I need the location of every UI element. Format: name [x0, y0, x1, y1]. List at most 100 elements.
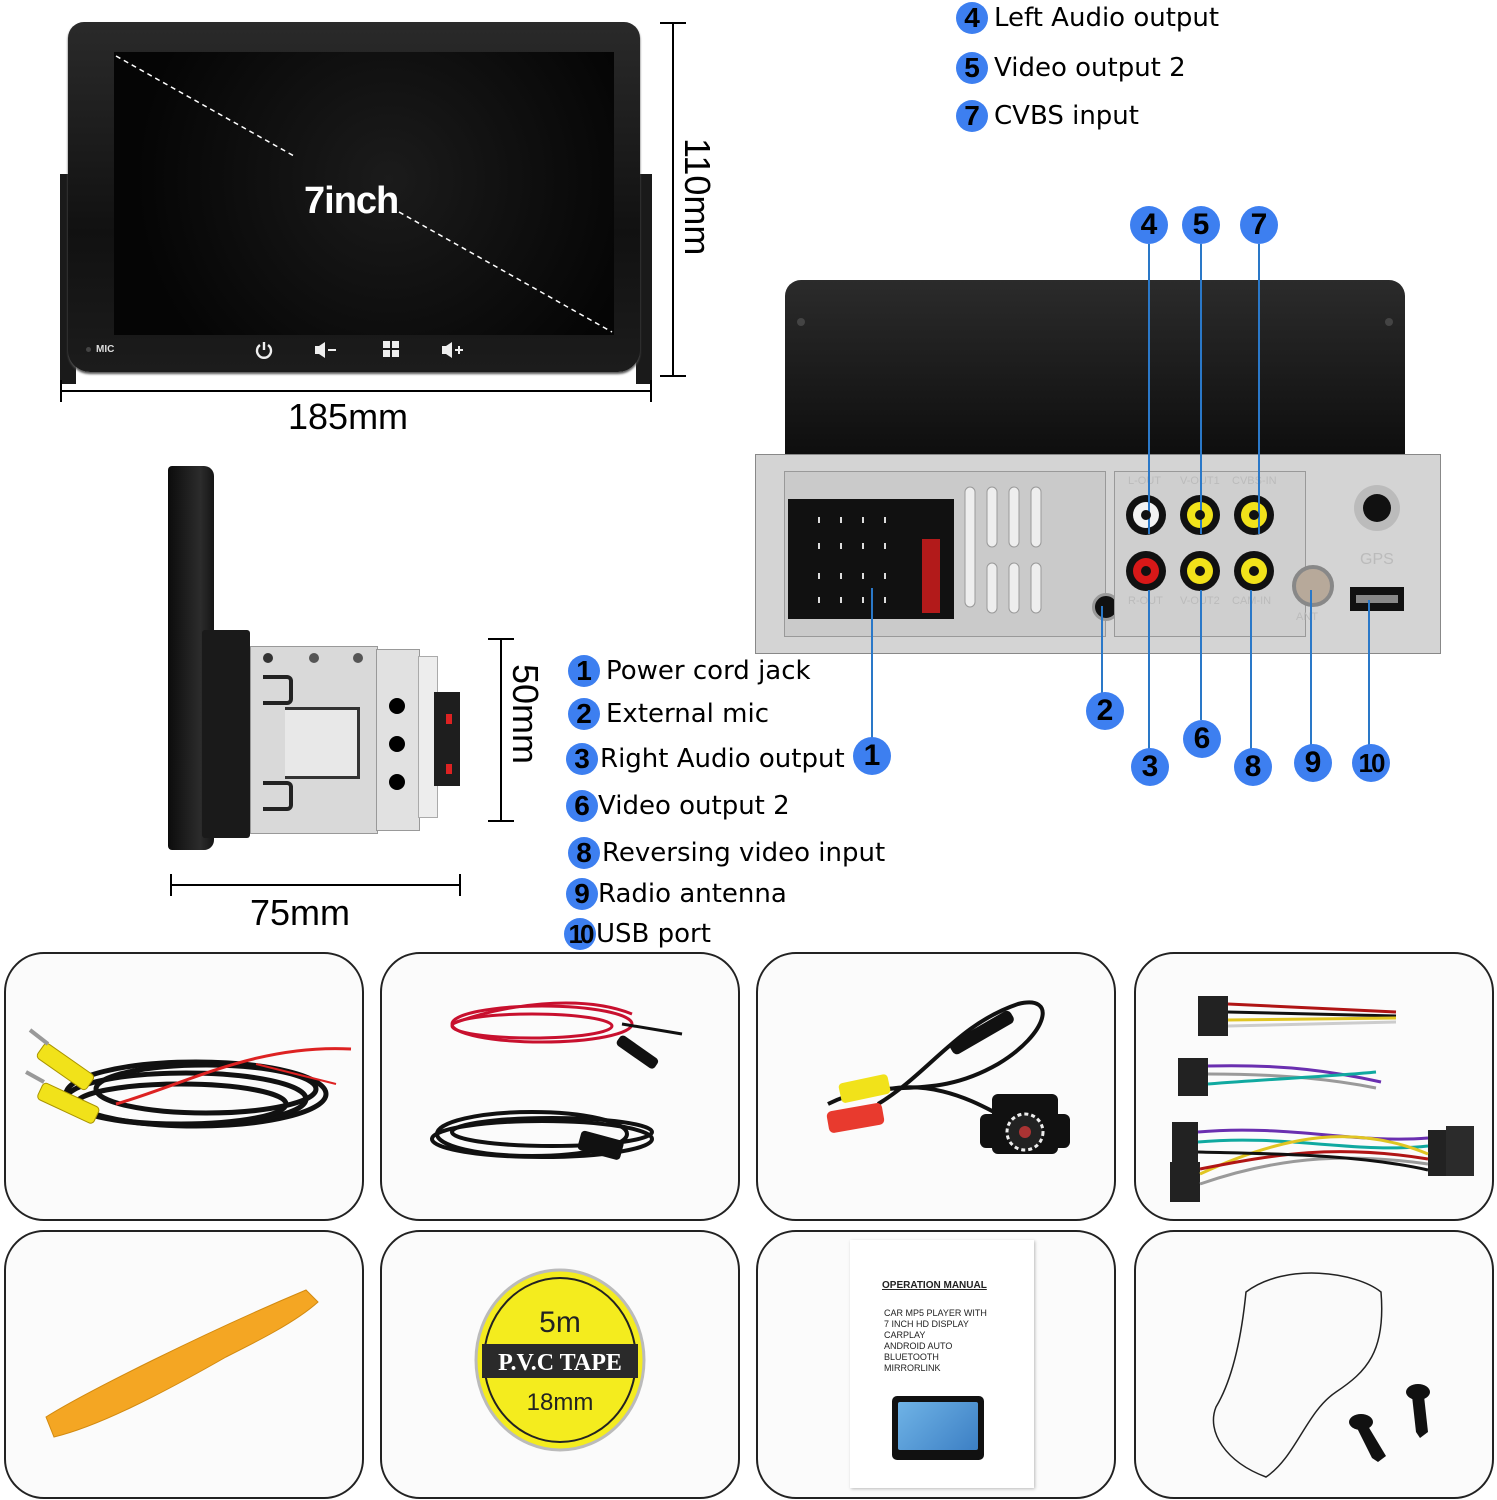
depth-dimension-line — [170, 884, 460, 886]
right-audio-output-jack — [1126, 551, 1166, 591]
accessory-card-manual: OPERATION MANUAL CAR MP5 PLAYER WITH 7 I… — [756, 1230, 1116, 1499]
legend-item: 5 Video output 2 — [956, 52, 1186, 84]
legend-item: 9 Radio antenna — [566, 878, 787, 910]
leader-line — [1148, 244, 1150, 534]
legend-item: 10 USB port — [564, 918, 711, 950]
iso-connector — [434, 692, 460, 786]
side-height-dimension-label: 50mm — [505, 664, 546, 765]
legend-item: 6 Video output 2 — [566, 790, 790, 822]
trim-tool-image — [45, 1289, 319, 1438]
leader-line — [1101, 606, 1103, 694]
width-dimension-label: 185mm — [288, 396, 409, 437]
power-icon[interactable] — [251, 340, 277, 365]
reversing-video-input-jack — [1234, 551, 1274, 591]
dimension-tick — [459, 874, 461, 896]
callout-6: 6 — [1183, 720, 1221, 758]
side-view — [168, 466, 468, 856]
radio-antenna-jack — [1292, 565, 1334, 607]
diagonal-indicator — [115, 55, 613, 333]
usb-port — [1350, 587, 1404, 611]
manual-line: CAR MP5 PLAYER WITH — [884, 1308, 987, 1318]
volume-up-icon[interactable] — [440, 340, 466, 365]
tape-width-label: 18mm — [527, 1389, 594, 1416]
legend-label: Left Audio output — [994, 3, 1220, 33]
display-screen — [114, 52, 614, 335]
legend-label: Video output 2 — [598, 791, 790, 821]
callout-3: 3 — [1131, 748, 1169, 786]
callout-number: 2 — [568, 698, 600, 730]
rear-chassis: L-OUT V-OUT1 CVBS-IN R-OUT V-OUT2 CAM-IN… — [755, 454, 1441, 654]
depth-dimension-label: 75mm — [250, 892, 351, 933]
power-usb-cables-image — [430, 1001, 683, 1160]
callout-2: 2 — [1086, 692, 1124, 730]
dimension-tick — [60, 380, 62, 402]
accessory-card-power-usb-cables — [380, 952, 740, 1221]
rear-camera-image — [826, 1000, 1070, 1154]
callout-number: 3 — [566, 743, 598, 775]
accessory-card-trim-tool — [4, 1230, 364, 1499]
height-dimension-line — [672, 22, 674, 376]
manual-line: ANDROID AUTO — [884, 1341, 953, 1351]
legend-item: 3 Right Audio output — [566, 743, 845, 775]
port-label: CVBS-IN — [1232, 475, 1277, 487]
manual-line: 7 INCH HD DISPLAY — [884, 1319, 969, 1329]
adhesive-pad-screws-image — [1212, 1272, 1430, 1478]
manual-product-photo — [892, 1396, 984, 1460]
port-label: V-OUT1 — [1180, 475, 1220, 487]
tape-band-label: P.V.C TAPE — [498, 1350, 622, 1376]
hinge-block — [202, 630, 250, 838]
callout-number: 1 — [568, 655, 600, 687]
legend-label: Radio antenna — [598, 879, 787, 909]
callout-number: 10 — [564, 918, 596, 950]
accessory-card-pvc-tape: 5m P.V.C TAPE 18mm — [380, 1230, 740, 1499]
leader-line — [1310, 590, 1312, 746]
screen-size-label: 7inch — [304, 180, 399, 222]
legend-label: Power cord jack — [606, 656, 811, 686]
dimension-tick — [488, 638, 514, 640]
wiring-harness-image — [1170, 996, 1474, 1202]
manual-line: MIRRORLINK — [884, 1363, 941, 1373]
rear-view: L-OUT V-OUT1 CVBS-IN R-OUT V-OUT2 CAM-IN… — [755, 280, 1445, 660]
callout-number: 9 — [566, 878, 598, 910]
chassis-side-plate — [250, 646, 378, 834]
callout-number: 6 — [566, 790, 598, 822]
legend-label: Video output 2 — [994, 53, 1186, 83]
dimension-tick — [660, 375, 686, 377]
dimension-tick — [660, 22, 686, 24]
dimension-tick — [170, 874, 172, 896]
volume-down-icon[interactable] — [313, 340, 339, 365]
legend-item: 8 Reversing video input — [568, 837, 885, 869]
callout-number: 8 — [568, 837, 600, 869]
home-grid-icon[interactable] — [378, 340, 404, 363]
front-view: 7inch MIC — [60, 22, 652, 384]
leader-line — [1200, 244, 1202, 534]
mount-bracket-right — [636, 174, 652, 384]
port-label: GPS — [1360, 551, 1394, 568]
legend-item: 7 CVBS input — [956, 100, 1139, 132]
chassis-rear-plate — [376, 649, 420, 831]
gps-port — [1354, 485, 1400, 531]
pvc-tape-image: 5m P.V.C TAPE 18mm — [474, 1268, 646, 1452]
leader-line — [1368, 600, 1370, 746]
manual-line: BLUETOOTH — [884, 1352, 939, 1362]
accessory-card-rear-camera — [756, 952, 1116, 1221]
accessory-card-wiring-harness — [1134, 952, 1494, 1221]
dimension-tick — [650, 380, 652, 402]
leader-line — [1148, 590, 1150, 750]
dimension-tick — [488, 820, 514, 822]
callout-10: 10 — [1352, 744, 1390, 782]
left-audio-output-jack — [1126, 495, 1166, 535]
width-dimension-line — [60, 390, 652, 392]
video-output-2-jack — [1180, 551, 1220, 591]
head-unit-bezel: 7inch MIC — [68, 22, 640, 372]
callout-4: 4 — [1130, 206, 1168, 244]
callout-9: 9 — [1294, 744, 1332, 782]
port-label: ANT — [1296, 611, 1318, 623]
port-label: L-OUT — [1128, 475, 1161, 487]
operation-manual: OPERATION MANUAL CAR MP5 PLAYER WITH 7 I… — [850, 1240, 1034, 1488]
manual-title: OPERATION MANUAL — [882, 1280, 987, 1291]
legend-item: 2 External mic — [568, 698, 769, 730]
accessory-card-rca-cable — [4, 952, 364, 1221]
callout-number: 4 — [956, 2, 988, 34]
leader-line — [1258, 244, 1260, 534]
